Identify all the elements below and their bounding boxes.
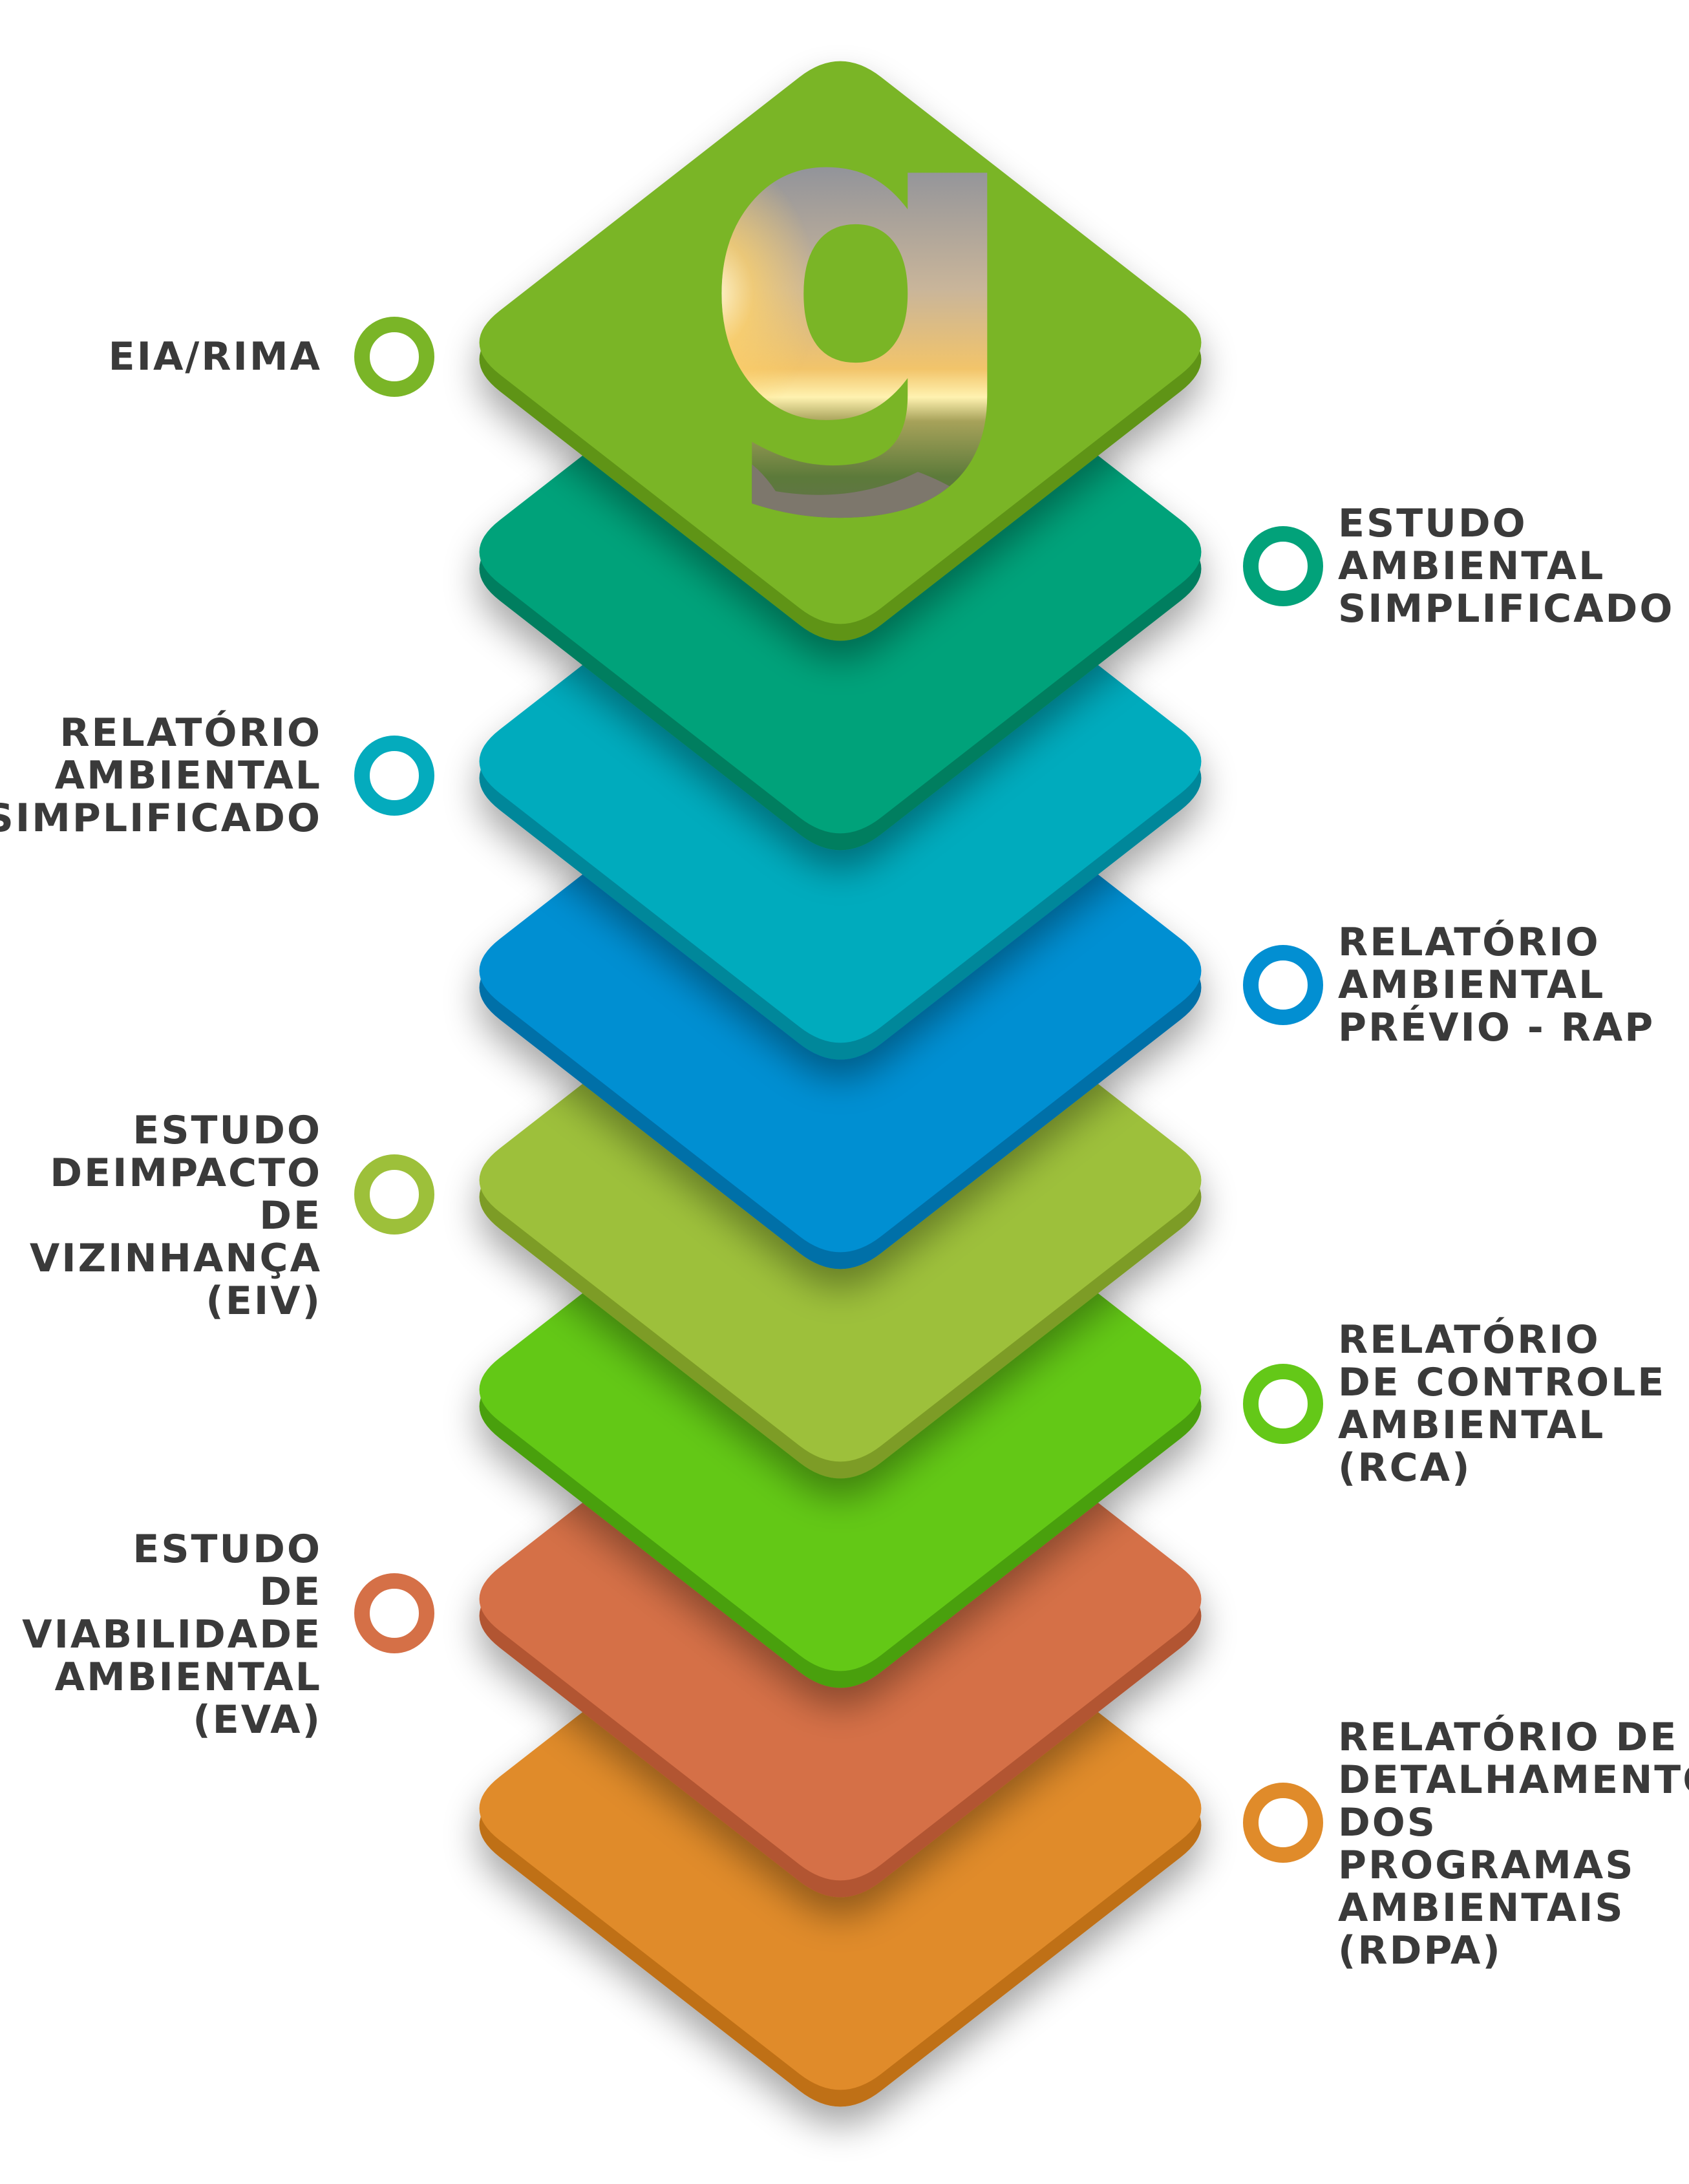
ring-marker-icon <box>1243 1364 1323 1444</box>
layer-label-relatorio-detalhamento-programas: RELATÓRIO DE DETALHAMENTO DOS PROGRAMAS … <box>1338 1715 1689 1973</box>
layer-label-estudo-impacto-vizinhanca: ESTUDO DEIMPACTO DE VIZINHANÇA (EIV) <box>29 1108 322 1324</box>
ring-marker-icon <box>354 736 434 816</box>
ring-marker-icon <box>354 317 434 397</box>
ring-marker-icon <box>1243 945 1323 1025</box>
layer-label-relatorio-ambiental-previo: RELATÓRIO AMBIENTAL PRÉVIO - RAP <box>1338 920 1655 1050</box>
layer-label-estudo-ambiental-simplificado: ESTUDO AMBIENTAL SIMPLIFICADO <box>1338 501 1675 631</box>
layer-label-relatorio-controle-ambiental: RELATÓRIO DE CONTROLE AMBIENTAL (RCA) <box>1338 1317 1666 1490</box>
ring-marker-icon <box>1243 526 1323 606</box>
layer-label-eia-rima: EIA/RIMA <box>108 334 322 379</box>
layer-label-estudo-viabilidade-ambiental: ESTUDO DE VIABILIDADE AMBIENTAL (EVA) <box>22 1527 322 1743</box>
layer-label-relatorio-ambiental-simplificado: RELATÓRIO AMBIENTAL SIMPLIFICADO <box>0 710 322 841</box>
ring-marker-icon <box>354 1573 434 1653</box>
ring-marker-icon <box>354 1154 434 1235</box>
ring-marker-icon <box>1243 1783 1323 1863</box>
g-logo-landscape-icon <box>701 149 995 527</box>
